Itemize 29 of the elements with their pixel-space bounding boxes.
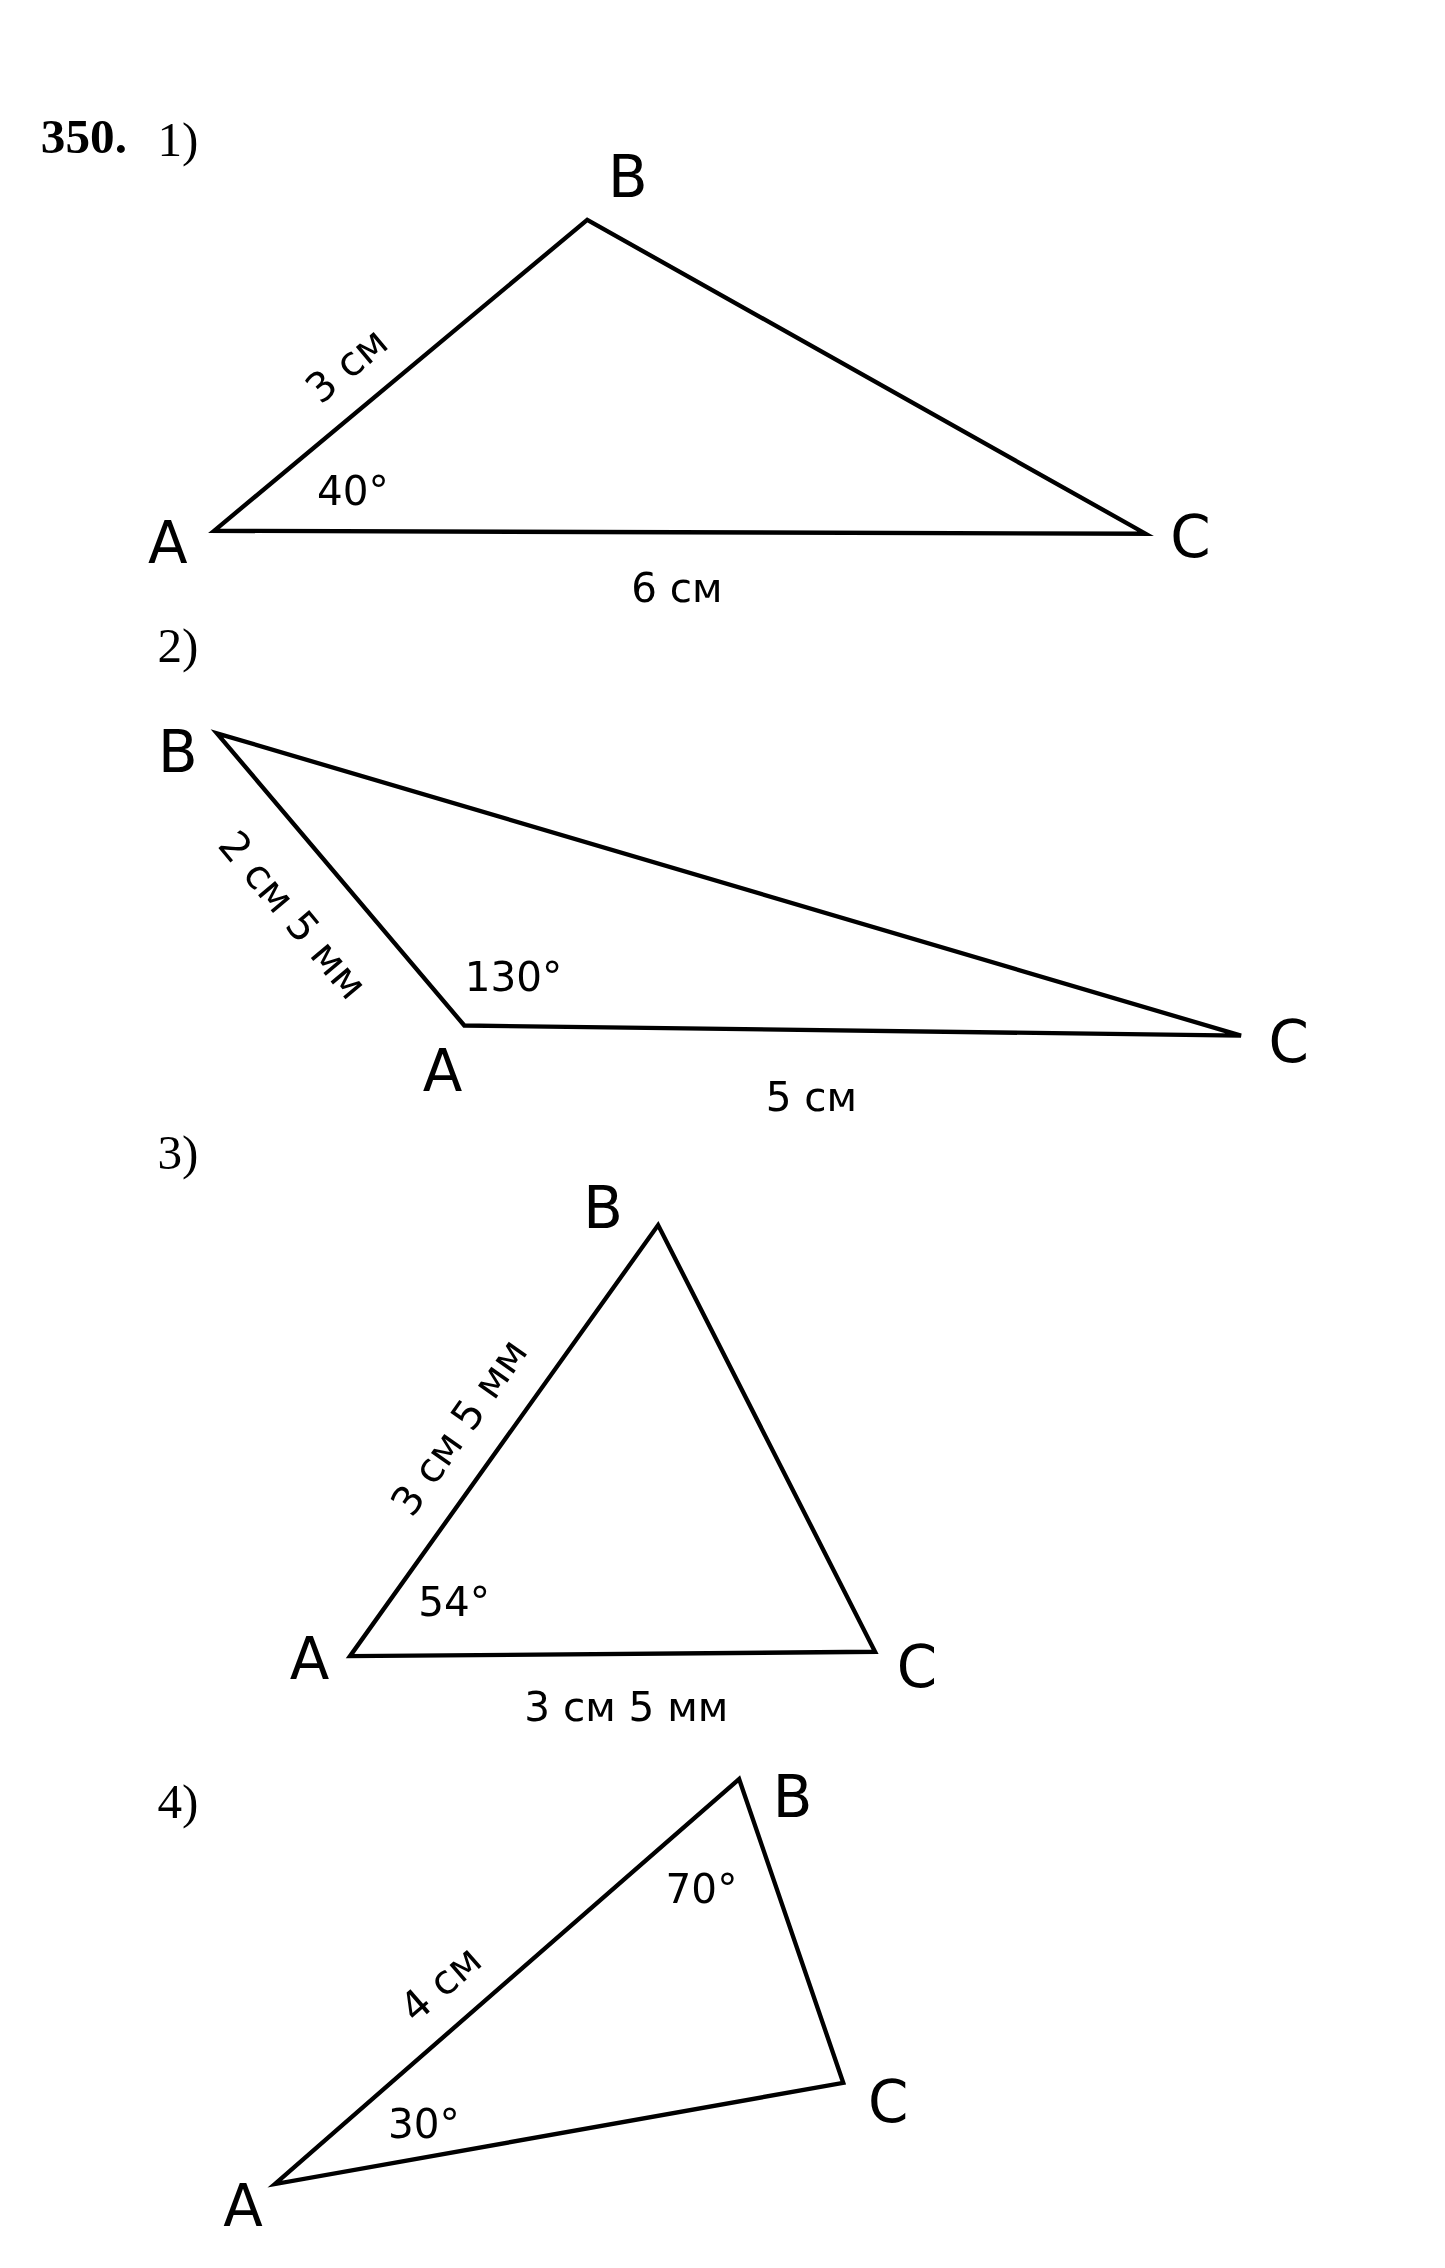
side-length: 3 см 5 мм bbox=[384, 1332, 536, 1523]
angle-label: 30° bbox=[387, 2104, 460, 2145]
angle-label: 40° bbox=[317, 471, 389, 513]
side-length: 2 см 5 мм bbox=[211, 824, 374, 1007]
vertex-label: B bbox=[607, 147, 648, 206]
vertex-label: C bbox=[1268, 1012, 1309, 1071]
vertex-label: C bbox=[1170, 507, 1211, 566]
vertex-label: A bbox=[223, 2176, 263, 2235]
angle-label: 130° bbox=[464, 957, 563, 998]
side-length: 6 см bbox=[631, 568, 723, 609]
vertex-label: B bbox=[158, 723, 198, 782]
side-length: 4 см bbox=[393, 1939, 489, 2030]
side-length: 3 см 5 мм bbox=[524, 1687, 729, 1729]
vertex-label: B bbox=[583, 1178, 623, 1237]
vertex-label: A bbox=[422, 1041, 463, 1100]
side-length: 3 см bbox=[299, 321, 396, 411]
vertex-label: C bbox=[867, 2072, 909, 2131]
vertex-label: A bbox=[148, 513, 188, 572]
exercise-number: 350. bbox=[40, 112, 127, 162]
angle-label: 70° bbox=[665, 1870, 738, 1911]
part-number: 3) bbox=[157, 1128, 199, 1178]
part-number: 4) bbox=[157, 1777, 199, 1827]
part-number: 2) bbox=[157, 621, 199, 672]
part-number: 1) bbox=[157, 115, 199, 165]
vertex-label: B bbox=[772, 1767, 813, 1826]
vertex-label: A bbox=[289, 1630, 330, 1688]
vertex-label: C bbox=[896, 1637, 938, 1696]
side-length: 5 см bbox=[765, 1077, 858, 1119]
angle-label: 54° bbox=[418, 1582, 491, 1623]
